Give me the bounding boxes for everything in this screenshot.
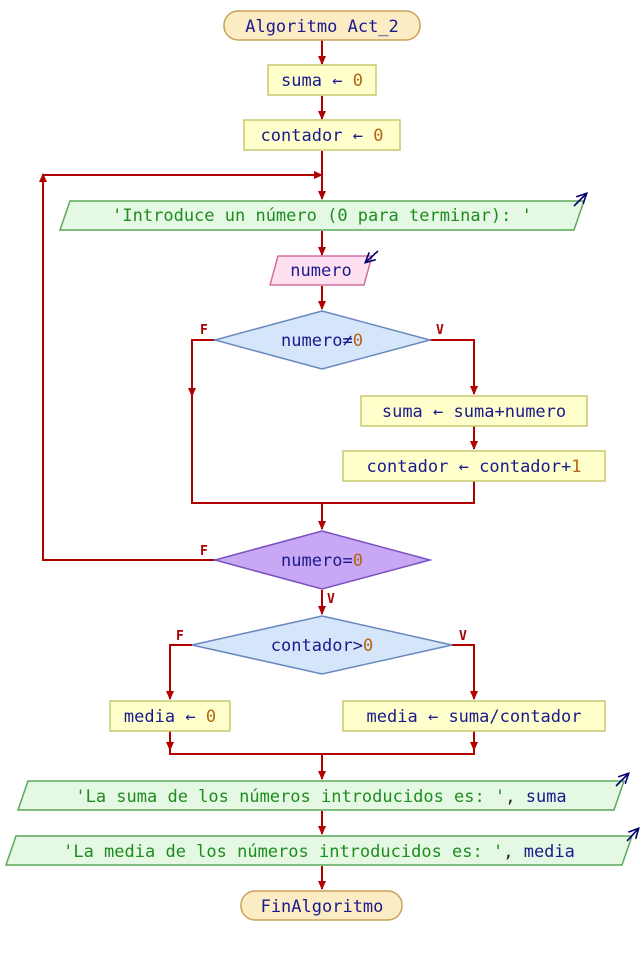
svg-text:'La media de los números intro: 'La media de los números introducidos es… [63, 842, 575, 862]
decision-loop-until[interactable]: numero=0 [212, 530, 433, 590]
true-label: V [459, 629, 467, 644]
connector-false-branch [166, 644, 192, 700]
process-init-contador[interactable]: contador ← 0 [243, 119, 401, 151]
connector-false-branch [191, 339, 322, 504]
connector-loop-back [42, 171, 323, 561]
input-arrow-icon [366, 250, 379, 262]
true-label: V [327, 592, 335, 607]
svg-text:media ← suma/contador: media ← suma/contador [367, 707, 582, 727]
output-arrow-icon [615, 774, 628, 787]
connectors [39, 40, 478, 890]
end-terminal[interactable]: FinAlgoritmo [240, 890, 403, 921]
output-suma[interactable]: 'La suma de los números introducidos es:… [16, 774, 628, 811]
process-media-calc[interactable]: media ← suma/contador [342, 700, 606, 732]
algorithm-keyword: Algoritmo [245, 17, 337, 37]
svg-text:'La suma de los números introd: 'La suma de los números introducidos es:… [75, 787, 566, 807]
false-label: F [200, 544, 208, 559]
start-terminal[interactable]: Algoritmo Act_2 [223, 10, 421, 41]
output-arrow-icon [573, 194, 586, 207]
connector-true-branch [430, 339, 478, 395]
process-init-suma[interactable]: suma ← 0 [267, 64, 377, 96]
algorithm-name: Act_2 [348, 17, 399, 37]
svg-text:suma ← suma+numero: suma ← suma+numero [382, 402, 566, 422]
connector-true-branch [452, 644, 478, 700]
svg-text:suma ← 0: suma ← 0 [281, 71, 363, 91]
input-read-numero[interactable]: numero [269, 250, 379, 286]
process-inc-contador[interactable]: contador ← contador+1 [342, 450, 606, 482]
svg-text:contador ← contador+1: contador ← contador+1 [366, 457, 581, 477]
svg-text:Algoritmo Act_2: Algoritmo Act_2 [245, 17, 399, 37]
read-var: numero [290, 261, 351, 281]
decision-numero-nonzero[interactable]: numero≠0 [212, 310, 433, 370]
false-label: F [176, 629, 184, 644]
svg-text:media ← 0: media ← 0 [124, 707, 216, 727]
svg-text:numero=0: numero=0 [281, 551, 363, 571]
process-add-suma[interactable]: suma ← suma+numero [360, 395, 588, 427]
true-label: V [436, 323, 444, 338]
end-keyword: FinAlgoritmo [261, 897, 384, 917]
output-media[interactable]: 'La media de los números introducidos es… [4, 829, 638, 866]
process-media-zero[interactable]: media ← 0 [109, 700, 231, 732]
decision-contador-positive[interactable]: contador>0 [191, 615, 453, 675]
svg-text:contador ← 0: contador ← 0 [261, 126, 384, 146]
output-arrow-icon [626, 829, 638, 842]
connector-true-merge [322, 481, 475, 504]
connector-merge [169, 731, 475, 755]
false-label: F [200, 323, 208, 338]
prompt-text: 'Introduce un número (0 para terminar): … [112, 206, 532, 226]
svg-text:contador>0: contador>0 [271, 636, 373, 656]
output-prompt[interactable]: 'Introduce un número (0 para terminar): … [58, 194, 586, 231]
svg-text:numero≠0: numero≠0 [281, 331, 363, 351]
